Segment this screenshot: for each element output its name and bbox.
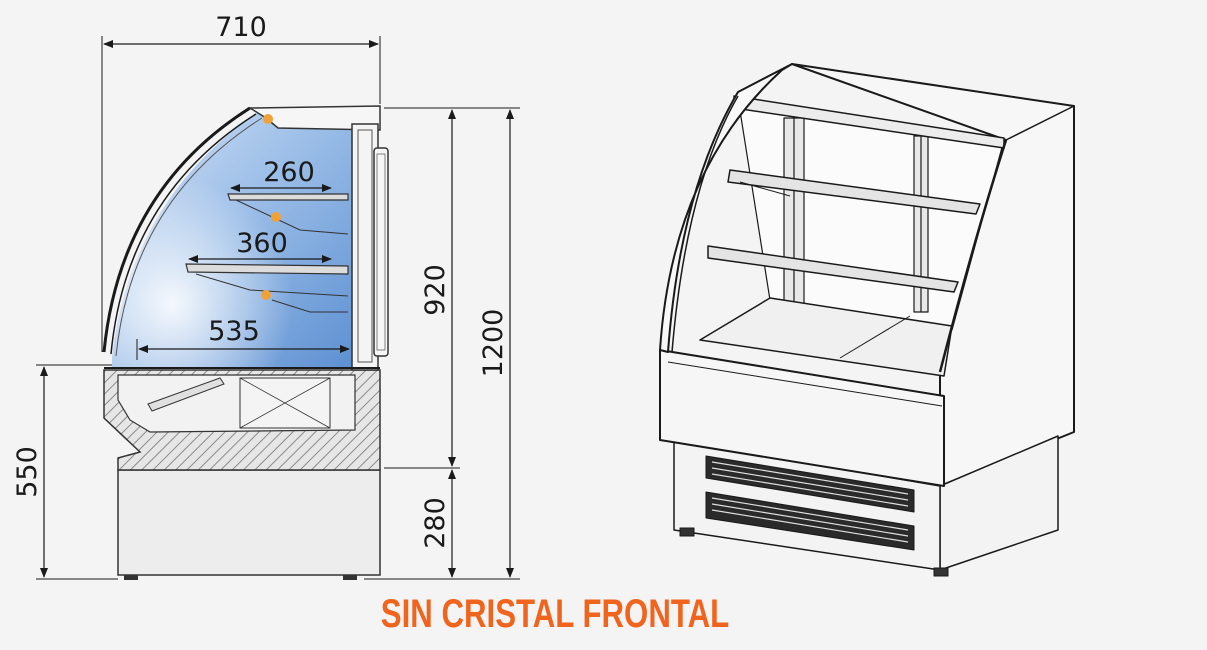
curved-front-glass	[102, 106, 251, 353]
vent-grille-bottom	[705, 491, 915, 551]
side-front-edge	[938, 139, 1008, 373]
dim-550: 550	[12, 364, 118, 580]
dim-280: 280	[420, 469, 456, 578]
dim-260: 260	[230, 157, 332, 192]
dim-label-260: 260	[263, 157, 315, 188]
middle-shelf	[185, 263, 349, 275]
dim-label-360: 360	[236, 228, 288, 259]
base-foot-right	[343, 575, 357, 580]
top-canopy	[247, 105, 381, 131]
dim-920: 920	[384, 107, 460, 469]
dim-535: 535	[136, 316, 350, 360]
light-dot-upper	[271, 212, 281, 222]
shelf-middle	[707, 245, 959, 293]
side-view: 710 260 360 535 550 920	[12, 12, 520, 580]
pedestal-base	[117, 469, 381, 576]
perspective-view	[659, 63, 1075, 577]
dim-label-550: 550	[12, 446, 43, 498]
light-dot-middle	[261, 290, 271, 300]
base-foot-left	[124, 575, 138, 580]
upper-shelf	[227, 193, 349, 201]
dim-label-1200: 1200	[478, 309, 509, 378]
rear-door-handle	[373, 147, 389, 357]
dim-label-710: 710	[215, 12, 267, 43]
light-dot-top	[263, 114, 273, 124]
dim-label-920: 920	[420, 264, 451, 316]
dim-710: 710	[101, 12, 381, 352]
dim-360: 360	[188, 228, 332, 263]
front-frame	[659, 63, 793, 353]
dim-label-280: 280	[420, 497, 451, 549]
shelf-upper	[727, 169, 981, 215]
caption: SIN CRISTAL FRONTAL	[380, 592, 730, 636]
dim-1200: 1200	[364, 107, 520, 580]
dim-label-535: 535	[208, 316, 260, 347]
tilted-tray	[147, 377, 225, 412]
